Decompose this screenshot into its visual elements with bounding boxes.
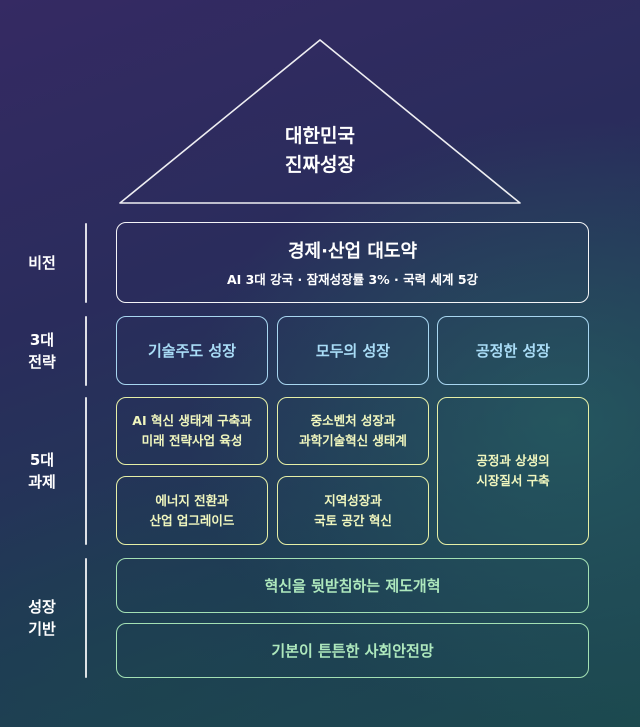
divider-vision [85, 223, 87, 303]
roof-title: 대한민국 진짜성장 [220, 122, 420, 180]
task-box-energy: 에너지 전환과 산업 업그레이드 [116, 476, 268, 545]
task-line: 지역성장과 [324, 492, 382, 508]
task-line: 중소벤처 성장과 [310, 413, 396, 428]
divider-tasks [85, 397, 87, 545]
foundation-box-reform: 혁신을 뒷받침하는 제도개혁 [116, 558, 589, 613]
task-line: 미래 전략사업 육성 [141, 433, 243, 448]
strategy-box-tech: 기술주도 성장 [116, 316, 268, 385]
roof-outline [119, 39, 521, 204]
roof-title-line2: 진짜성장 [285, 154, 355, 176]
label-vision: 비전 [0, 223, 84, 303]
divider-foundation [85, 558, 87, 678]
label-strategy: 3대 전략 [0, 316, 84, 386]
task-line: 과학기술혁신 생태계 [299, 433, 407, 448]
label-tasks: 5대 과제 [0, 397, 84, 545]
label-foundation-line1: 성장 [28, 598, 56, 616]
vision-title: 경제·산업 대도약 [287, 241, 418, 262]
strategy-label: 기술주도 성장 [147, 342, 237, 360]
divider-strategy [85, 316, 87, 386]
label-strategy-line1: 3대 [29, 331, 55, 349]
label-foundation-line2: 기반 [28, 620, 56, 638]
label-tasks-line2: 과제 [28, 473, 56, 491]
vision-box: 경제·산업 대도약 AI 3대 강국 · 잠재성장률 3% · 국력 세계 5강 [116, 222, 589, 303]
task-line: 공정과 상생의 [476, 453, 550, 468]
task-box-fair-market: 공정과 상생의 시장질서 구축 [437, 397, 589, 545]
foundation-label: 혁신을 뒷받침하는 제도개혁 [264, 577, 441, 595]
vision-subtitle: AI 3대 강국 · 잠재성장률 3% · 국력 세계 5강 [226, 272, 479, 287]
task-line: AI 혁신 생태계 구축과 [132, 413, 252, 428]
label-tasks-line1: 5대 [29, 451, 55, 469]
task-line: 시장질서 구축 [476, 473, 550, 488]
label-vision-text: 비전 [28, 254, 56, 272]
label-strategy-line2: 전략 [28, 353, 56, 371]
task-box-ai: AI 혁신 생태계 구축과 미래 전략사업 육성 [116, 397, 268, 465]
strategy-box-everyone: 모두의 성장 [277, 316, 429, 385]
label-foundation: 성장 기반 [0, 558, 84, 678]
strategy-label: 공정한 성장 [475, 342, 551, 360]
task-line: 에너지 전환과 [155, 492, 229, 508]
strategy-box-fair: 공정한 성장 [437, 316, 589, 385]
task-line: 국토 공간 혁신 [314, 512, 392, 528]
foundation-box-safety-net: 기본이 튼튼한 사회안전망 [116, 623, 589, 678]
strategy-label: 모두의 성장 [315, 342, 391, 360]
task-line: 산업 업그레이드 [149, 512, 235, 528]
task-box-regional: 지역성장과 국토 공간 혁신 [277, 476, 429, 545]
foundation-label: 기본이 튼튼한 사회안전망 [271, 642, 434, 660]
task-box-venture: 중소벤처 성장과 과학기술혁신 생태계 [277, 397, 429, 465]
roof-title-line1: 대한민국 [285, 125, 355, 147]
